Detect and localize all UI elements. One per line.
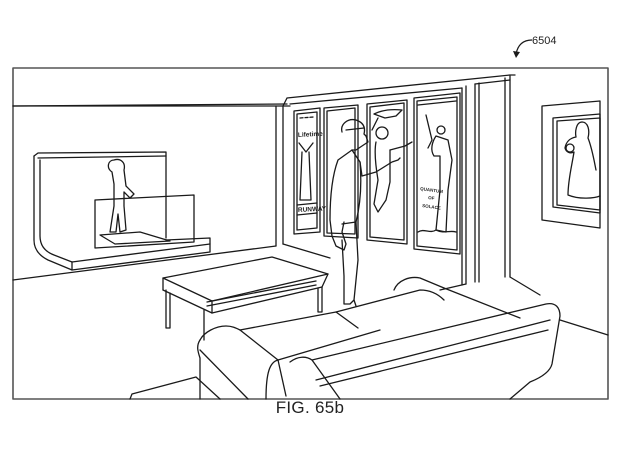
poster-2-frame: [324, 105, 358, 238]
poster-4-line1: QUANTUM: [420, 186, 444, 194]
poster-4-frame: [414, 93, 460, 254]
sofa: [130, 278, 560, 400]
figure-caption: FIG. 65b: [275, 398, 345, 417]
poster-1-subtitle: RUNWAY: [298, 205, 327, 214]
user-figure: [330, 120, 400, 306]
poster-3-frame: [367, 100, 407, 244]
poster-1-frame: [294, 108, 320, 234]
display-shelf: [34, 156, 210, 270]
drawing-frame: [13, 68, 608, 399]
poster-1-title: Lifetime: [298, 131, 324, 139]
poster-4-line2: OF: [428, 195, 435, 201]
reference-numeral: 6504: [532, 35, 557, 47]
hologram-figure: [108, 159, 134, 232]
poster-4-line3: SOLACE: [422, 203, 441, 211]
reference-arrow-icon: [513, 36, 536, 58]
wall-picture-frame: [542, 101, 600, 228]
